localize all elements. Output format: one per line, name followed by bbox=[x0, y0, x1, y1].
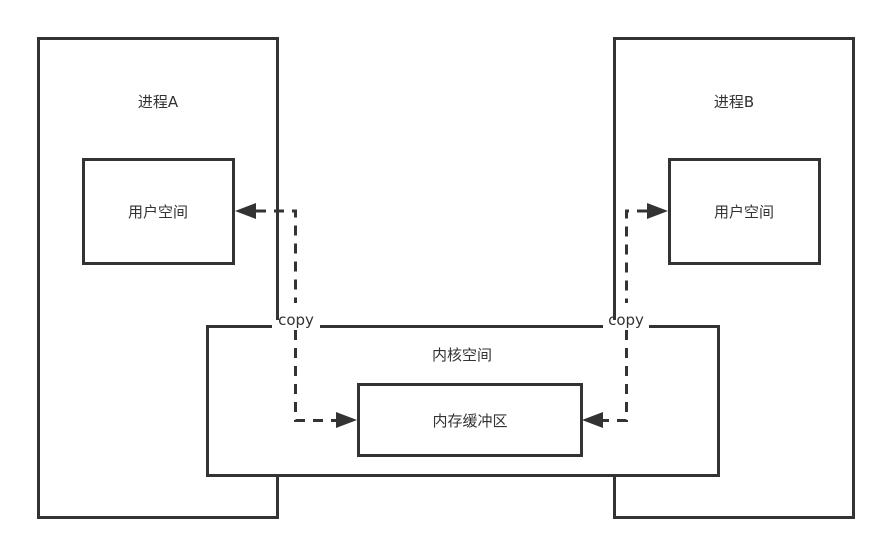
user-space-a-label: 用户空间 bbox=[128, 203, 188, 221]
user-space-a-box[interactable] bbox=[82, 158, 235, 265]
memory-buffer-label: 内存缓冲区 bbox=[432, 412, 507, 430]
user-space-b-label: 用户空间 bbox=[714, 203, 774, 221]
edge-copy-a bbox=[235, 203, 297, 303]
arrowhead-into-user-space-b bbox=[647, 203, 668, 219]
memory-buffer-box[interactable] bbox=[357, 383, 583, 457]
edge-copy-a-lower-line bbox=[294, 330, 336, 422]
arrowhead-into-buffer-right bbox=[582, 412, 603, 428]
edge-copy-a-line bbox=[256, 209, 297, 303]
arrowhead-into-user-space-a bbox=[235, 203, 256, 219]
edge-copy-b-line bbox=[625, 209, 647, 303]
edge-copy-b-lower-line bbox=[603, 330, 628, 422]
process-b-label: 进程B bbox=[714, 93, 754, 111]
copy-b-label-gap bbox=[603, 320, 649, 330]
arrowhead-into-buffer-left bbox=[336, 412, 357, 428]
edge-copy-b bbox=[625, 203, 668, 303]
user-space-b-box[interactable] bbox=[668, 158, 821, 265]
copy-a-label: copy bbox=[278, 311, 314, 329]
kernel-space-label: 内核空间 bbox=[432, 346, 492, 364]
copy-b-label: copy bbox=[608, 311, 644, 329]
copy-a-label-gap bbox=[272, 320, 320, 330]
process-a-label: 进程A bbox=[138, 93, 179, 111]
